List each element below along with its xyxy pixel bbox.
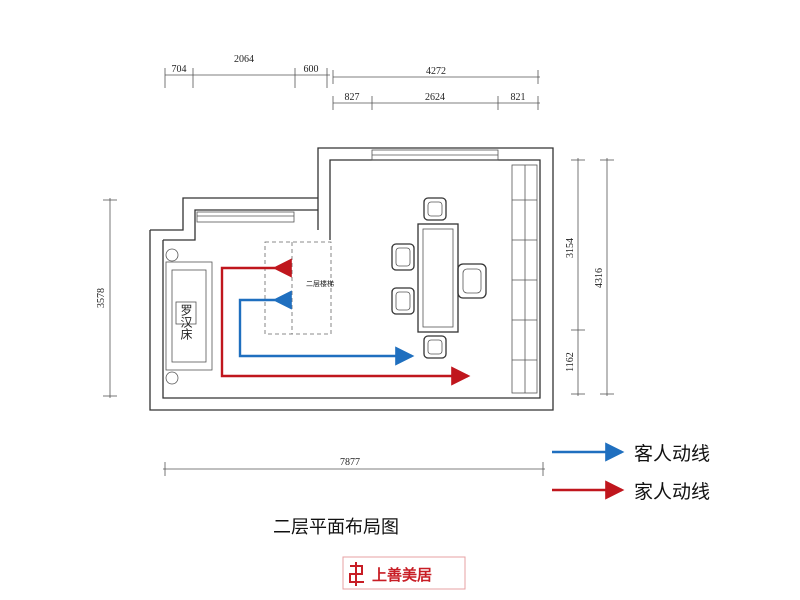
dim-3154: 3154 <box>565 238 576 258</box>
top-right-total-dimension: 4272 <box>332 66 540 84</box>
dim-600: 600 <box>304 64 319 75</box>
dim-2064: 2064 <box>234 54 254 65</box>
dim-3578: 3578 <box>96 288 107 308</box>
luohan-bed: 罗汉床 <box>165 248 213 385</box>
dining-table <box>417 223 459 333</box>
guest-circulation-arrow <box>238 290 415 366</box>
stair-label: 二层楼梯 <box>306 279 334 288</box>
dim-827: 827 <box>345 92 360 103</box>
dim-821: 821 <box>511 92 526 103</box>
dim-704: 704 <box>172 64 187 75</box>
logo-mark-icon <box>349 562 364 586</box>
side-table-icon <box>165 371 179 385</box>
left-dimension: 3578 <box>96 198 117 398</box>
bottom-dimension: 7877 <box>163 457 545 476</box>
top-left-dimension: 704 2064 600 <box>164 54 330 88</box>
brand-logo: 上善美居 <box>342 556 466 590</box>
dim-4316: 4316 <box>594 268 605 288</box>
chair-icon <box>391 243 415 271</box>
stair-area: 二层楼梯 <box>264 241 334 335</box>
dim-1162: 1162 <box>565 352 576 372</box>
sofa-label: 罗汉床 <box>179 304 193 340</box>
dining-chairs <box>391 197 487 359</box>
dim-7877: 7877 <box>340 457 360 468</box>
chair-icon <box>391 287 415 315</box>
dim-2624: 2624 <box>425 92 445 103</box>
right-inner-dimension: 3154 1162 <box>565 158 585 396</box>
legend: 客人动线 家人动线 <box>552 442 710 503</box>
dim-4272: 4272 <box>426 66 446 77</box>
walls <box>149 147 554 411</box>
side-table-icon <box>165 248 179 262</box>
logo-text: 上善美居 <box>372 566 432 584</box>
chair-icon <box>457 263 487 299</box>
family-circulation-arrow <box>220 258 471 386</box>
right-total-dimension: 4316 <box>594 158 614 396</box>
chair-icon <box>423 335 447 359</box>
drawing-title: 二层平面布局图 <box>273 517 399 538</box>
legend-guest-label: 客人动线 <box>634 443 710 465</box>
legend-family-label: 家人动线 <box>634 481 710 503</box>
top-right-dimension: 827 2624 821 <box>332 92 540 110</box>
chair-icon <box>423 197 447 221</box>
